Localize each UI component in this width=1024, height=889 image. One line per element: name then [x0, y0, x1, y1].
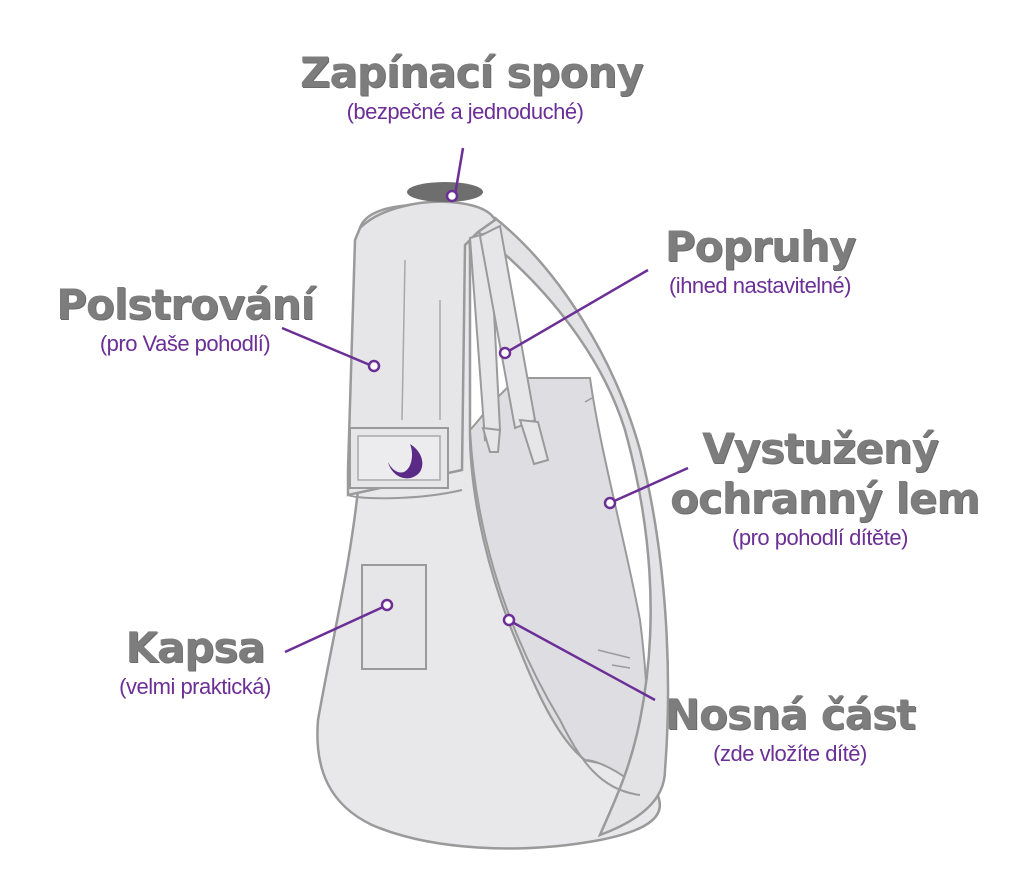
carrying-part-title: Nosná část — [664, 690, 916, 739]
label-buckles: Zapínací spony (bezpečné a jednoduché) — [300, 48, 644, 126]
fabric-folds — [584, 397, 631, 669]
carrying-part-subtitle: (zde vložíte dítě) — [713, 741, 867, 766]
straps-subtitle: (ihned nastavitelné) — [668, 273, 852, 298]
label-padding: Polstrování (pro Vaše pohodlí) — [55, 280, 315, 358]
pocket — [361, 564, 427, 670]
label-straps: Popruhy (ihned nastavitelné) — [645, 222, 875, 300]
rim-title-line1: Vystužený — [701, 424, 939, 473]
buckles-subtitle: (bezpečné a jednoduché) — [346, 99, 584, 124]
padding-title: Polstrování — [56, 280, 315, 329]
rim-inner-edge — [469, 429, 641, 796]
pocket-title: Kapsa — [125, 623, 265, 672]
label-carrying-part: Nosná část (zde vložíte dítě) — [660, 690, 920, 768]
label-pocket: Kapsa (velmi praktická) — [90, 623, 300, 701]
buckle — [407, 182, 483, 202]
padding-subtitle: (pro Vaše pohodlí) — [99, 331, 271, 356]
straps-title: Popruhy — [664, 222, 857, 271]
padded-shoulder — [346, 200, 497, 497]
crescent-moon-icon — [388, 444, 423, 479]
label-reinforced-rim: Vystužený ochranný lem (pro pohodlí dítě… — [670, 424, 980, 552]
rim-subtitle: (pro pohodlí dítěte) — [732, 525, 908, 550]
rim-title-line2: ochranný lem — [670, 474, 980, 523]
pocket-subtitle: (velmi praktická) — [119, 674, 271, 699]
buckles-title: Zapínací spony — [300, 48, 644, 97]
leader-lines — [281, 147, 689, 702]
reinforced-rim — [475, 216, 670, 838]
straps — [468, 224, 550, 466]
